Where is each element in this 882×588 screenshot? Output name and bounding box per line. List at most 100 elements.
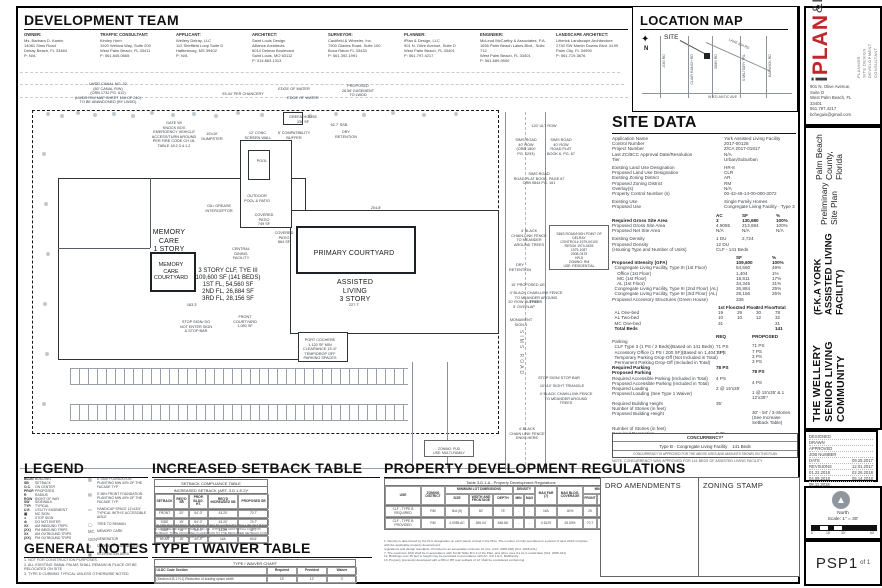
regs-h-density: DENSITY: [513, 486, 535, 494]
sd-value: 336: [736, 296, 744, 302]
project-subtitle-2: Palm Beach County, Florida: [814, 134, 844, 181]
legend-value: AM INBOUND TRIPS: [35, 523, 68, 528]
legend-value: BUILDING: [35, 477, 52, 481]
plan-label: OIL/ GREASE INTERCEPTOR: [203, 200, 235, 213]
waiver-row: (Section 6.B.1.H.1) Reduction of loading…: [154, 575, 357, 585]
sd-value: 100%: [772, 260, 784, 266]
road-line: [712, 36, 713, 98]
project-title: THE WELLERY SENIOR LIVING COMMUNITY (F.K…: [811, 132, 847, 422]
col-total: Total: [775, 304, 786, 310]
plan-label-text: 12' CONC. SCREEN WALL: [244, 131, 272, 140]
regs-h-width: WIDTH AND FRONTAGE: [469, 493, 493, 505]
plan-label: SIMS ROAD/HIGH POINT OF DELRAY CONTROL# …: [549, 225, 609, 271]
plan-label-text: CENTRAL DINING FACILITY: [232, 247, 250, 261]
plan-label: ASSISTED LIVING 3 STORY: [327, 271, 383, 304]
sd-label: Proposed Accessible Parking (Included in…: [612, 380, 709, 386]
legend-symbol-item: ▤5' MIN FRONT FOUNDATION PLANTING MIN 40…: [88, 491, 148, 504]
regs-cell: -: [513, 518, 524, 530]
plan-label: PRIMARY COURTYARD: [300, 242, 408, 259]
sd-value: 2,724: [742, 236, 754, 242]
scale-tick-15: 15': [826, 531, 831, 535]
waiver-h0: ULDC Code Section: [155, 567, 267, 575]
north-label: North: [837, 511, 849, 516]
plan-label: MEMORY CARE 1 STORY: [146, 221, 192, 254]
setback-cell: 15': [174, 518, 189, 527]
sd-value: [776, 247, 796, 252]
site-data-row: Accessory Office (1 PS / 200 SF)(Based o…: [612, 349, 796, 355]
sd-value: N/A: [724, 185, 732, 191]
beds-header-row: 1st Floor 2nd Floor 3rd Floor Total: [612, 305, 796, 310]
info-key: 01.22.2018: [809, 470, 830, 475]
waiver-caption: TYPE I WAIVER CHART: [154, 559, 356, 566]
sd-label: Required Gross Site Area: [612, 217, 668, 223]
concurrency-box: CONCURRENCY* Type B - Congregate Living …: [612, 433, 798, 458]
regs-cell: 0.5129: [535, 518, 557, 530]
plan-label-text: OUTDOOR POOL & PATIO: [244, 194, 270, 203]
legend-value: SETBACK: [35, 480, 51, 485]
sd-label: Existing Use: [612, 199, 638, 205]
legend-symbol-value: 5' MIN FRONT FOUNDATION PLANTING MIN 40%…: [97, 491, 143, 504]
legend-value: DO NOT ENTER: [35, 519, 61, 524]
plan-label: DRY RETENTION: [508, 259, 532, 272]
north-arrow-glyph: ▲: [836, 494, 846, 506]
logo: iPLAN &DESIGN: [809, 0, 832, 82]
sd-label: Required Building Height: [612, 400, 663, 406]
greenhouse-outline: [283, 112, 303, 125]
setback-row: FRONT 20' 54'-0" 43.20' 70.7': [154, 509, 269, 519]
setback-cell: 15': [174, 527, 189, 535]
sd-value: 213,684: [742, 223, 759, 229]
zoning-stamp-box: ZONING STAMP: [699, 478, 799, 576]
north-scale-box: ▲ North Scale: 1" = 30' 0' 15' 30' 60': [804, 486, 882, 540]
info-key: REVISIONS: [809, 464, 832, 469]
dro-amendments-label: DRO AMENDMENTS: [605, 481, 681, 490]
regs-h-cov: MAX BLDG. COVERAGE: [557, 486, 583, 505]
general-note: 3. TYPE D CURBING TYPICAL UNLESS OTHERWI…: [24, 572, 148, 577]
legend-symbol-icon: D: [88, 544, 92, 550]
waiver-table-title: TYPE I WAIVER TABLE: [152, 540, 372, 558]
sd-value: 17%: [772, 275, 782, 281]
concurrency-note: NOTE: CONCURRENCY WAS APPROVED FOR 141 B…: [612, 459, 763, 463]
sd-label: Proposed Land Use Designation: [612, 170, 679, 176]
logo-iplan: iPLAN: [809, 14, 832, 82]
plan-label: COVERED PATIO 749 SF: [251, 209, 277, 227]
plan-label: GATE W/ KNOCK BOX EMERGENCY VEHICLE ACCE…: [146, 117, 202, 148]
legend-symbol-item: ▨8' SIDE FOUNDATION PLANTING MIN 40% OF …: [88, 477, 148, 489]
plan-label: DRY RETENTION: [333, 126, 359, 139]
legend-value: PROPOSED: [35, 488, 55, 493]
sd-value: 1 @ 15'x35' & 1 12'x35'*: [752, 390, 785, 400]
general-note-text: 3. TYPE D CURBING TYPICAL UNLESS OTHERWI…: [24, 571, 129, 576]
scale-label: Scale: 1" = 30': [827, 517, 859, 522]
site-data-row: CLF Type 3 (1 PS / 2 Beds)(Based on 141 …: [612, 343, 796, 349]
legend-key: O.C.: [24, 484, 31, 489]
regs-table-title: PROPERTY DEVELOPMENT REGULATIONS: [384, 460, 686, 478]
sd-value: 3: [716, 217, 719, 223]
sd-value: York Assisted Living Facility: [724, 136, 781, 141]
legend-item: ⊘DO NOT ENTER: [24, 519, 86, 525]
parking-header-row: REQ PROPOSED: [612, 334, 796, 339]
sd-value: 78: [775, 310, 781, 316]
legend-value: MC SIGN: [35, 512, 50, 517]
plan-label: OUTDOOR POOL & PATIO: [240, 190, 274, 203]
info-value: [843, 452, 873, 457]
setback-cell: 60.6': [238, 535, 269, 544]
plan-label-text: 227.7': [348, 303, 360, 308]
plan-label-text: FRONT COURTYARD 1,050 SF: [233, 315, 257, 329]
site-data-row: Congregate Living Facility, Type III (3r…: [612, 291, 796, 296]
s d-value: 10: [737, 315, 743, 321]
team-member-info: Kimley Horn 1920 Wekiva Way, Suite 200 W…: [100, 38, 151, 58]
site-data-row: Number of Stories (in feet): [612, 406, 796, 411]
waiver-table: TYPE I WAIVER CHART ULDC Code Section Re…: [154, 559, 357, 585]
setback-cell: 20': [174, 509, 189, 518]
info-row: 01.22.2018 02.26.2018: [809, 470, 873, 476]
site-data-row: Overlay(s)N/A: [612, 186, 796, 191]
team-member-info: Ms. Barbara D. Kamin 14081 Sims Road Del…: [24, 38, 67, 58]
